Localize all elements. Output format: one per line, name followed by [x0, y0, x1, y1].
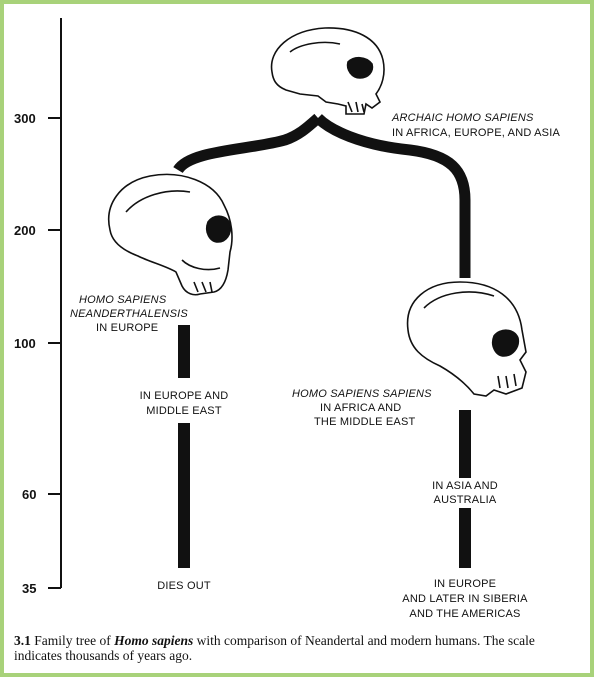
branch-right-arc [318, 118, 465, 278]
neanderthal-label-line2: NEANDERTHALENSIS [70, 308, 188, 320]
tick-label-100: 100 [14, 336, 36, 351]
archaic-label-line2: IN AFRICA, EUROPE, AND ASIA [392, 127, 560, 139]
sapiens-end-line3: AND THE AMERICAS [409, 608, 520, 620]
archaic-label-line1: ARCHAIC HOMO SAPIENS [391, 112, 534, 124]
neanderthal-end-label: DIES OUT [157, 580, 211, 592]
neanderthal-skull-icon [109, 174, 232, 294]
neanderthal-label-line1: HOMO SAPIENS [79, 294, 167, 306]
sapiens-label-line3: THE MIDDLE EAST [314, 416, 415, 428]
caption-text-before: Family tree of [34, 633, 110, 648]
sapiens-mid-line1: IN ASIA AND [432, 480, 498, 492]
sapiens-label-line2: IN AFRICA AND [320, 402, 401, 414]
sapiens-mid-line2: AUSTRALIA [434, 494, 497, 506]
sapiens-end-line1: IN EUROPE [434, 578, 496, 590]
tick-label-200: 200 [14, 223, 36, 238]
caption-species: Homo sapiens [114, 633, 193, 648]
neanderthal-mid-line1: IN EUROPE AND [140, 390, 229, 402]
time-scale: 300 200 100 60 35 [14, 18, 61, 596]
neanderthal-mid-line2: MIDDLE EAST [146, 405, 222, 417]
tick-label-60: 60 [22, 487, 36, 502]
sapiens-label-line1: HOMO SAPIENS SAPIENS [292, 388, 432, 400]
branch-left-arc [178, 118, 318, 170]
sapiens-skull-icon [408, 282, 526, 396]
caption-number: 3.1 [14, 633, 31, 648]
figure-caption: 3.1 Family tree of Homo sapiens with com… [14, 633, 574, 663]
neanderthal-label-line3: IN EUROPE [96, 322, 158, 334]
tick-label-300: 300 [14, 111, 36, 126]
archaic-skull-icon [272, 28, 384, 114]
tick-label-35: 35 [22, 581, 36, 596]
sapiens-end-line2: AND LATER IN SIBERIA [402, 593, 528, 605]
